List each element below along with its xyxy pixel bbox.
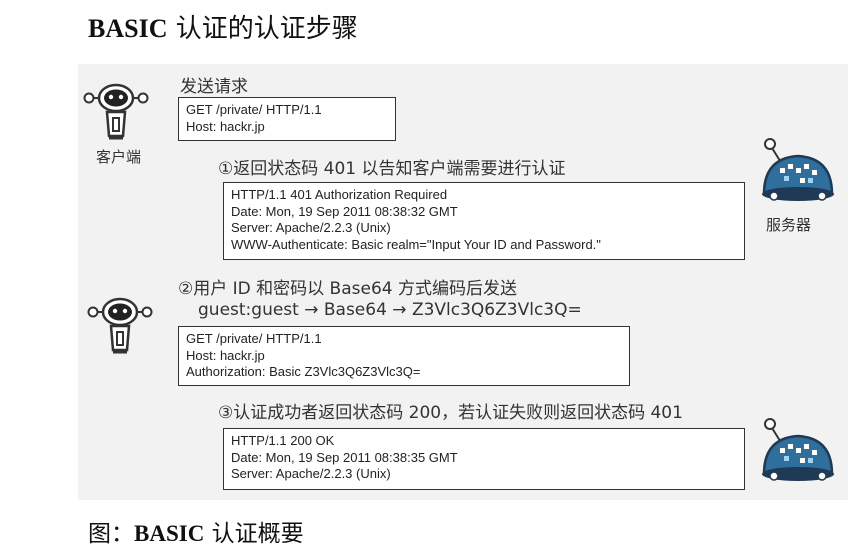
figure-caption: 图：BASIC 认证概要 <box>88 521 304 547</box>
response-line: Date: Mon, 19 Sep 2011 08:38:35 GMT <box>231 449 458 465</box>
response-box-401: HTTP/1.1 401 Authorization Required Date… <box>223 182 745 260</box>
client-robot-icon <box>87 297 153 354</box>
client-label: 客户端 <box>96 148 142 166</box>
request-box-1: GET /private/ HTTP/1.1 Host: hackr.jp <box>178 97 396 141</box>
response-line: HTTP/1.1 401 Authorization Required <box>231 187 448 202</box>
client-robot-icon <box>83 83 149 140</box>
request-line: Authorization: Basic Z3Vlc3Q6Z3Vlc3Q= <box>186 364 421 379</box>
server-robot-icon <box>758 134 838 206</box>
request-line: Host: hackr.jp <box>186 118 265 134</box>
page-title: BASIC 认证的认证步骤 <box>88 14 358 44</box>
client-robot-icon <box>82 80 150 146</box>
server-robot-icon <box>762 138 834 201</box>
request-line: GET /private/ HTTP/1.1 <box>186 102 322 117</box>
encode-line: guest:guest → Base64 → Z3Vlc3Q6Z3Vlc3Q= <box>198 300 582 320</box>
step2-label: ②用户 ID 和密码以 Base64 方式编码后发送 <box>178 279 517 299</box>
request-line: Host: hackr.jp <box>186 347 265 363</box>
server-robot-icon <box>762 418 834 481</box>
response-box-200: HTTP/1.1 200 OK Date: Mon, 19 Sep 2011 0… <box>223 428 745 490</box>
response-line: Server: Apache/2.2.3 (Unix) <box>231 220 391 235</box>
step1-label: ①返回状态码 401 以告知客户端需要进行认证 <box>218 159 566 179</box>
diagram: 客户端 发送请求 GET /private/ HTTP/1.1 Host: ha… <box>78 64 848 500</box>
client-robot-icon <box>86 294 154 360</box>
response-line: HTTP/1.1 200 OK <box>231 433 335 448</box>
step0-label: 发送请求 <box>180 77 248 97</box>
response-line: WWW-Authenticate: Basic realm="Input You… <box>231 236 601 252</box>
request-line: GET /private/ HTTP/1.1 <box>186 331 322 346</box>
step3-label: ③认证成功者返回状态码 200，若认证失败则返回状态码 401 <box>218 403 683 423</box>
request-box-auth: GET /private/ HTTP/1.1 Host: hackr.jp Au… <box>178 326 630 386</box>
response-line: Date: Mon, 19 Sep 2011 08:38:32 GMT <box>231 203 458 219</box>
response-line: Server: Apache/2.2.3 (Unix) <box>231 466 391 481</box>
server-robot-icon <box>758 414 838 486</box>
server-label: 服务器 <box>766 216 812 234</box>
